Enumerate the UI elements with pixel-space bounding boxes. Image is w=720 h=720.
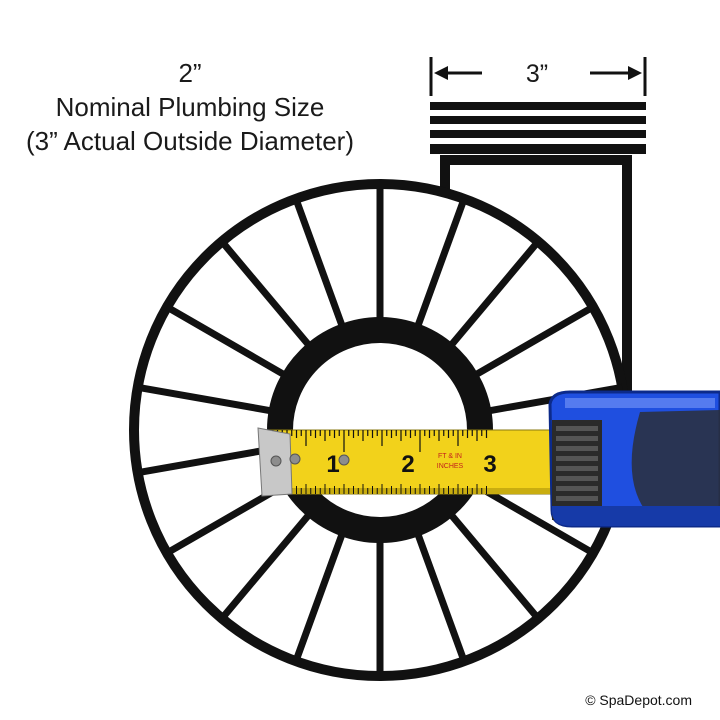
impeller-spoke xyxy=(165,303,296,384)
tape-rivet xyxy=(270,455,282,467)
thread-line xyxy=(430,130,646,138)
impeller-spoke xyxy=(464,303,595,384)
tape-measure: 1 2 3 FT & IN INCHES xyxy=(257,390,720,528)
impeller-spoke xyxy=(219,239,319,356)
tape-blade xyxy=(267,429,561,495)
tape-rivet xyxy=(338,454,350,466)
impeller-spoke xyxy=(441,239,541,356)
copyright-notice: © SpaDepot.com xyxy=(585,692,692,708)
impeller-spoke xyxy=(137,443,283,477)
grip-ridge xyxy=(556,466,598,471)
thread-line xyxy=(430,144,646,154)
grip-ridge xyxy=(556,496,598,501)
tape-label-ft-in: FT & IN xyxy=(438,453,462,460)
thread-line xyxy=(430,102,646,110)
tape-number-2: 2 xyxy=(401,451,414,478)
dimension-left-arrowhead xyxy=(434,66,448,80)
tape-case-highlight xyxy=(565,398,715,408)
dimension-label: 3” xyxy=(526,60,548,88)
impeller-spoke xyxy=(137,383,283,417)
pipe-threads xyxy=(430,102,646,154)
tape-number-3: 3 xyxy=(483,451,496,478)
tape-number-1: 1 xyxy=(326,451,339,478)
title-block: 2” Nominal Plumbing Size (3” Actual Outs… xyxy=(10,56,370,158)
tape-label-inches: INCHES xyxy=(437,463,464,470)
tape-blade-shadow xyxy=(268,488,560,494)
tape-case-window xyxy=(631,410,720,514)
grip-ridge xyxy=(556,476,598,481)
grip-ridge xyxy=(556,446,598,451)
impeller-spoke xyxy=(410,197,468,338)
grip-ridge xyxy=(556,426,598,431)
title-nominal-size: 2” xyxy=(178,58,202,88)
tape-grip-ridges xyxy=(556,426,598,511)
impeller-spoke xyxy=(219,504,319,621)
grip-ridge xyxy=(556,456,598,461)
grip-ridge xyxy=(556,436,598,441)
tape-rivet xyxy=(289,453,301,465)
dimension-marker xyxy=(429,57,647,96)
tape-case-lower xyxy=(552,506,720,526)
grip-ridge xyxy=(556,486,598,491)
title-actual-od: (3” Actual Outside Diameter) xyxy=(25,126,354,156)
title-nominal-label: Nominal Plumbing Size xyxy=(55,92,325,122)
impeller-spoke xyxy=(441,504,541,621)
impeller-spoke xyxy=(410,522,468,663)
impeller-spoke xyxy=(292,522,350,663)
impeller-spoke xyxy=(292,197,350,338)
dimension-right-arrowhead xyxy=(628,66,642,80)
thread-line xyxy=(430,116,646,124)
